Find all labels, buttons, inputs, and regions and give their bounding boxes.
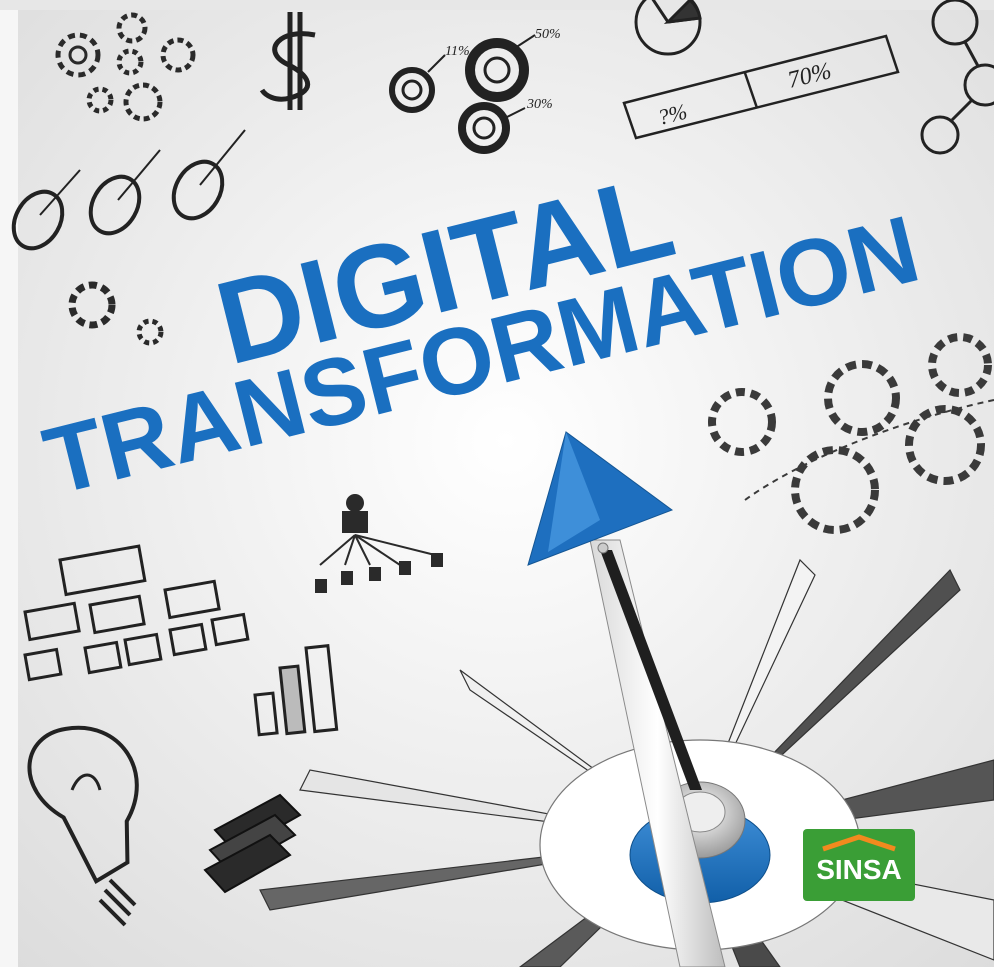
sinsa-logo: SINSA <box>803 829 915 901</box>
small-gears-icon <box>68 281 164 346</box>
bar-chart-icon <box>253 644 339 737</box>
donut-charts-icon <box>389 34 536 154</box>
org-chart-icon <box>315 494 443 593</box>
pie-chart-icon <box>634 0 702 56</box>
logo-roof <box>822 834 896 852</box>
pct-30-label: 30% <box>526 97 553 112</box>
network-icon <box>920 0 994 155</box>
pct-50-label: 50% <box>535 27 561 42</box>
targets-icon <box>11 129 246 251</box>
money-stack-icon <box>203 793 302 894</box>
table-icon <box>622 34 900 140</box>
gears-icon <box>55 12 196 122</box>
dollar-icon <box>259 12 316 110</box>
lightbulb-icon <box>27 725 139 927</box>
logo-text: SINSA <box>816 854 902 885</box>
pct-11-label: 11% <box>445 44 470 59</box>
gears-right-icon <box>708 333 994 534</box>
top-strip <box>0 0 994 10</box>
compass-needle-icon <box>527 431 726 967</box>
flowchart-icon <box>23 544 250 682</box>
